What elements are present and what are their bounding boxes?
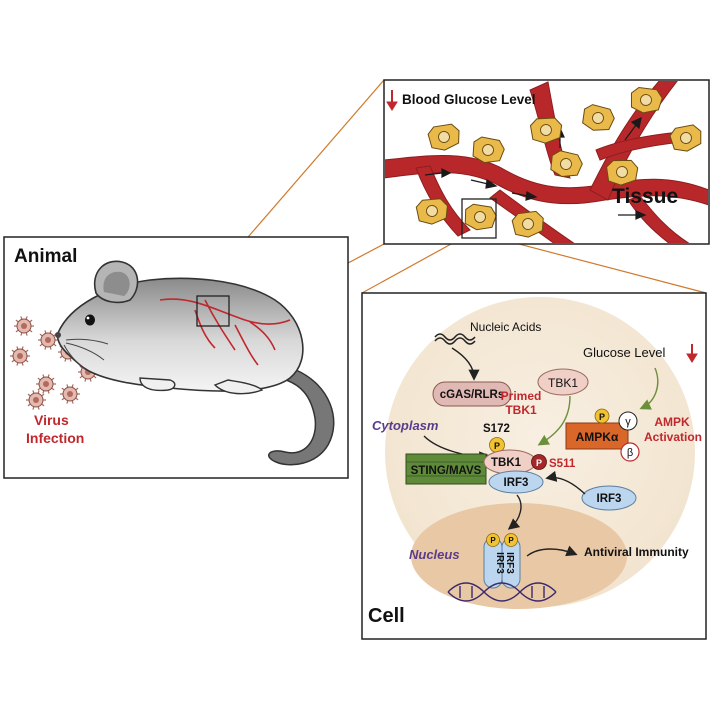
svg-text:IRF3: IRF3 [504, 477, 529, 489]
tissue-cells [415, 86, 702, 238]
down-arrow-icon [386, 90, 398, 111]
cell-title: Cell [368, 605, 405, 627]
svg-text:β: β [627, 447, 633, 459]
tissue-zoom-box [461, 198, 497, 239]
animal-panel: Animal Virus Infection [3, 236, 349, 479]
tbk1-node: TBK1 [537, 368, 589, 396]
virus-label-line1: Virus [34, 412, 69, 428]
ampk-activation-line2: Activation [644, 430, 702, 444]
cgas-rlrs-node: cGAS/RLRs [432, 381, 512, 407]
svg-text:P: P [599, 412, 605, 422]
svg-text:γ: γ [625, 416, 631, 428]
svg-text:TBK1: TBK1 [491, 457, 522, 469]
glucose-down-arrow-icon [686, 344, 698, 363]
svg-text:AMPKα: AMPKα [576, 430, 619, 444]
nucleic-acids-label: Nucleic Acids [470, 320, 541, 334]
virus-label-line2: Infection [26, 430, 84, 446]
irf3-free-node: IRF3 [581, 485, 637, 511]
s172-label: S172 [483, 423, 510, 435]
blood-glucose-label: Blood Glucose Level [402, 92, 536, 107]
tissue-panel: Blood Glucose Level Tissue [383, 79, 710, 245]
tissue-title: Tissue [612, 185, 678, 208]
svg-text:TBK1: TBK1 [548, 376, 578, 390]
nucleus-label: Nucleus [409, 547, 460, 562]
nucleic-acid-icon [434, 333, 476, 345]
ampk-activation-line1: AMPK [654, 415, 690, 429]
antiviral-immunity-label: Antiviral Immunity [584, 545, 689, 559]
svg-text:P: P [536, 458, 542, 468]
svg-text:P: P [508, 536, 514, 545]
primed-tbk1-line2: TBK1 [505, 403, 537, 417]
primed-tbk1-line1: Primed [501, 389, 542, 403]
svg-text:IRF3: IRF3 [504, 552, 515, 574]
dna-helix-icon [447, 582, 557, 602]
mouse-icon [55, 260, 335, 466]
animal-title: Animal [14, 246, 77, 267]
s511-label: S511 [549, 458, 576, 470]
svg-text:IRF3: IRF3 [597, 493, 622, 505]
svg-text:cGAS/RLRs: cGAS/RLRs [440, 389, 505, 401]
svg-text:IRF3: IRF3 [494, 552, 505, 574]
sting-mavs-node: STING/MAVS [405, 453, 487, 485]
svg-text:STING/MAVS: STING/MAVS [411, 465, 482, 477]
cytoplasm-label: Cytoplasm [372, 418, 439, 433]
tbk1-complex-node: TBK1 P [483, 449, 547, 475]
virus-particles-icon [10, 316, 98, 410]
glucose-level-label: Glucose Level [583, 345, 665, 360]
irf3-complex-node: IRF3 [488, 470, 544, 494]
svg-text:P: P [490, 536, 496, 545]
irf3-dimer-node: IRF3 IRF3 P P [483, 533, 521, 589]
svg-text:P: P [494, 441, 500, 451]
ampk-complex: AMPKα γ β P [565, 408, 640, 462]
cell-panel: Nucleic Acids cGAS/RLRs Glucose Level TB… [361, 292, 707, 640]
